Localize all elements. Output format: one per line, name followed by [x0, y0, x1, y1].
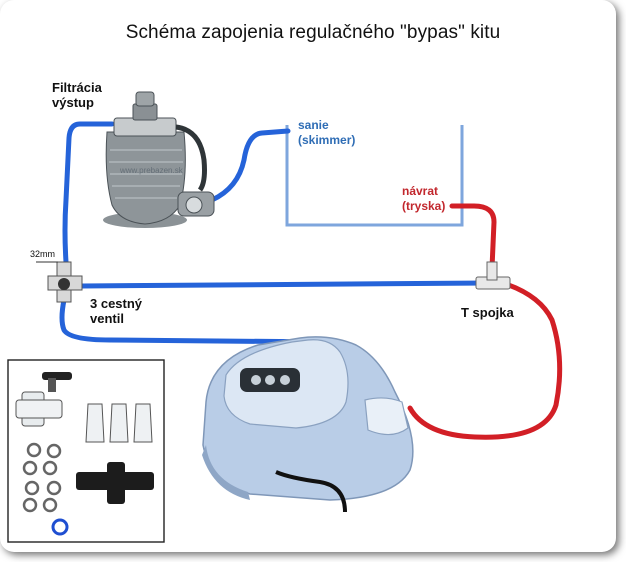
t-fitting [475, 261, 511, 290]
blue-pipes [59, 121, 491, 345]
t-fitting-part [76, 462, 154, 504]
valve-part [15, 372, 72, 427]
diagram-title: Schéma zapojenia regulačného "bypas" kit… [125, 22, 501, 43]
sand-filter-pump [103, 91, 215, 228]
label-three-way-valve: 3 cestný ventil [90, 296, 142, 326]
label-suction: sanie (skimmer) [298, 118, 355, 148]
watermark: www.prebazen.sk [120, 166, 183, 175]
label-valve-line2: ventil [90, 311, 124, 326]
red-pipes [407, 203, 563, 440]
label-return-line2: (tryska) [402, 199, 446, 213]
label-filter-output: Filtrácia výstup [52, 80, 102, 110]
kit-inset [7, 359, 165, 543]
label-t-fitting: T spojka [461, 305, 514, 320]
label-return-line1: návrat [402, 184, 439, 198]
adapter-parts [85, 403, 153, 443]
label-pipe-size: 32mm [30, 249, 56, 259]
pipe-tee-to-return [449, 203, 497, 271]
pipe-valve-to-tee [79, 280, 491, 289]
label-filter-output-line1: Filtrácia [52, 80, 102, 95]
pool-heater [202, 336, 414, 513]
label-valve-line1: 3 cestný [90, 296, 143, 311]
label-filter-output-line2: výstup [52, 95, 94, 110]
label-return: návrat (tryska) [402, 184, 445, 214]
label-suction-line1: sanie [298, 118, 329, 132]
pipe-skimmer-to-pump [209, 128, 291, 203]
pipe-filter-to-valve [62, 121, 115, 265]
three-way-valve [36, 261, 83, 303]
pipe-valve-to-heater [59, 297, 333, 345]
hose-clamps [22, 442, 62, 513]
o-ring [51, 518, 69, 536]
label-suction-line2: (skimmer) [298, 133, 356, 147]
pool-outline [285, 125, 464, 227]
pipe-heater-to-tee [407, 280, 563, 440]
